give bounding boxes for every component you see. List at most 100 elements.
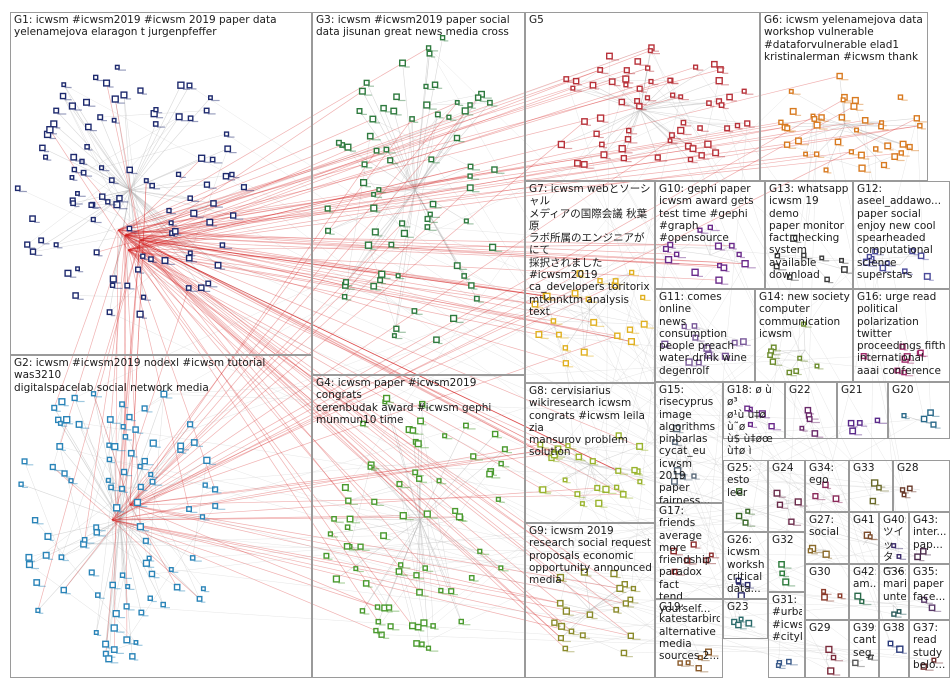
node-g7 bbox=[614, 332, 621, 340]
node-g5 bbox=[593, 130, 600, 138]
group-box-g33: G33 bbox=[849, 460, 893, 512]
node-label-mark bbox=[659, 160, 668, 162]
group-box-g4: G4: icwsm paper #icwsm2019 congrats cere… bbox=[312, 375, 525, 678]
node-g9 bbox=[562, 607, 571, 615]
node-g9 bbox=[621, 581, 629, 588]
node-g9 bbox=[586, 611, 594, 618]
node-g16 bbox=[860, 353, 867, 360]
node-g5 bbox=[697, 125, 703, 131]
node-label-mark bbox=[428, 221, 438, 223]
edge-within bbox=[129, 85, 190, 191]
node-label-mark bbox=[731, 100, 737, 102]
node-label-mark bbox=[128, 288, 135, 290]
node-label-mark bbox=[443, 40, 449, 42]
node-g7 bbox=[597, 278, 603, 284]
node-label-mark bbox=[156, 117, 164, 119]
edge-between bbox=[111, 519, 378, 608]
edge-between bbox=[554, 245, 732, 455]
node-label-mark bbox=[567, 81, 574, 83]
edge-between bbox=[347, 546, 933, 608]
node-g5 bbox=[704, 140, 712, 148]
group-label: G38 bbox=[883, 622, 905, 634]
node-g3 bbox=[388, 241, 395, 248]
node-g3 bbox=[428, 156, 435, 163]
node-g12 bbox=[872, 248, 879, 255]
node-label-mark bbox=[117, 102, 125, 104]
node-g1 bbox=[116, 194, 123, 202]
node-g1 bbox=[126, 225, 133, 232]
node-g5 bbox=[618, 144, 626, 153]
edge-within bbox=[372, 118, 471, 167]
node-g1 bbox=[185, 285, 192, 291]
node-g1 bbox=[29, 215, 36, 223]
edge-between bbox=[139, 239, 624, 495]
edge-within bbox=[47, 519, 121, 537]
group-box-g28: G28 bbox=[893, 460, 950, 512]
node-g6 bbox=[803, 151, 808, 157]
node-label-mark bbox=[625, 161, 632, 163]
node-g5 bbox=[693, 64, 699, 70]
node-label-mark bbox=[467, 114, 474, 116]
node-g3 bbox=[387, 157, 394, 164]
edge-within bbox=[401, 118, 413, 224]
node-label-mark bbox=[918, 121, 927, 123]
node-g1 bbox=[175, 171, 182, 177]
node-label-mark bbox=[800, 144, 809, 146]
edge-within bbox=[101, 133, 227, 168]
group-label: G6: icwsm yelenamejova data workshop vul… bbox=[764, 14, 923, 63]
edge-between bbox=[111, 187, 471, 521]
node-g9 bbox=[613, 606, 620, 613]
node-label-mark bbox=[607, 492, 617, 494]
edge-within bbox=[137, 502, 204, 589]
group-box-g39: G39: cant... seg... bbox=[849, 620, 879, 678]
edge-within bbox=[363, 182, 416, 191]
node-label-mark bbox=[124, 429, 132, 431]
node-label-mark bbox=[467, 223, 474, 225]
node-label-mark bbox=[872, 262, 880, 264]
node-label-mark bbox=[38, 612, 44, 614]
node-label-mark bbox=[591, 617, 598, 620]
node-label-mark bbox=[441, 593, 448, 595]
node-g10 bbox=[715, 276, 723, 284]
edge-within bbox=[53, 123, 131, 191]
edge-within bbox=[545, 295, 591, 311]
node-label-mark bbox=[562, 580, 567, 582]
node-g2 bbox=[127, 449, 135, 457]
node-g10 bbox=[667, 241, 674, 248]
node-label-mark bbox=[501, 570, 509, 572]
node-g11 bbox=[703, 344, 711, 352]
edge-within bbox=[689, 454, 695, 477]
edge-within bbox=[639, 102, 709, 111]
node-label-mark bbox=[541, 447, 549, 449]
node-label-mark bbox=[375, 211, 381, 213]
edge-within bbox=[326, 555, 452, 592]
node-g3 bbox=[467, 102, 473, 108]
edge-between bbox=[421, 422, 860, 645]
edge-between bbox=[427, 226, 888, 264]
node-g4 bbox=[414, 623, 422, 631]
group-box-g25: G25: esto leer bbox=[723, 460, 768, 532]
edge-within bbox=[114, 642, 136, 650]
node-g9 bbox=[622, 600, 630, 607]
node-label-mark bbox=[191, 120, 199, 123]
edge-within bbox=[564, 464, 591, 481]
node-g11 bbox=[740, 338, 747, 345]
edge-within bbox=[414, 102, 491, 191]
node-g4 bbox=[416, 475, 423, 482]
node-g3 bbox=[439, 35, 446, 41]
node-g5 bbox=[645, 65, 651, 71]
node-label-mark bbox=[806, 156, 814, 158]
node-label-mark bbox=[364, 94, 372, 96]
edge-between bbox=[59, 234, 126, 447]
node-label-mark bbox=[200, 601, 206, 603]
node-g5 bbox=[711, 60, 718, 68]
node-label-mark bbox=[142, 530, 150, 532]
node-label-mark bbox=[576, 296, 583, 298]
edge-between bbox=[124, 234, 536, 305]
node-g6 bbox=[795, 137, 802, 145]
edge-between bbox=[117, 229, 562, 639]
node-label-mark bbox=[566, 651, 575, 653]
node-g3 bbox=[399, 220, 406, 227]
node-label-mark bbox=[136, 644, 143, 646]
edge-within bbox=[561, 109, 641, 145]
